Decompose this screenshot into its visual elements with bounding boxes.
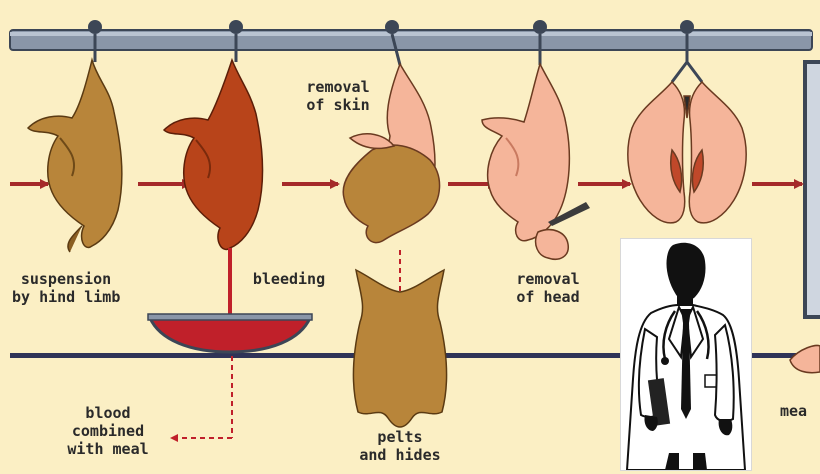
label-suspension: suspension by hind limb — [12, 270, 120, 306]
conveyor-line — [10, 353, 620, 358]
meat-piece — [790, 346, 820, 373]
label-blood-meal: blood combined with meal — [62, 404, 154, 458]
label-bleeding: bleeding — [244, 270, 334, 288]
carcass-suspended — [28, 60, 122, 252]
label-pelts: pelts and hides — [348, 428, 452, 464]
doctor-silhouette-icon — [621, 239, 751, 470]
carcass-bleeding — [164, 60, 262, 249]
blood-basin — [148, 314, 312, 352]
label-head-removal: removal of head — [504, 270, 592, 306]
pelt-hide — [354, 270, 447, 427]
processing-machine — [805, 62, 820, 317]
carcass-head-removal — [482, 64, 569, 241]
label-skin-removal: removal of skin — [296, 78, 380, 114]
removed-head — [536, 230, 569, 260]
doctor-silhouette-image — [620, 238, 752, 471]
carcass-split-halves — [628, 82, 746, 223]
overhead-rail — [10, 30, 812, 50]
label-meal: mea — [780, 402, 820, 420]
